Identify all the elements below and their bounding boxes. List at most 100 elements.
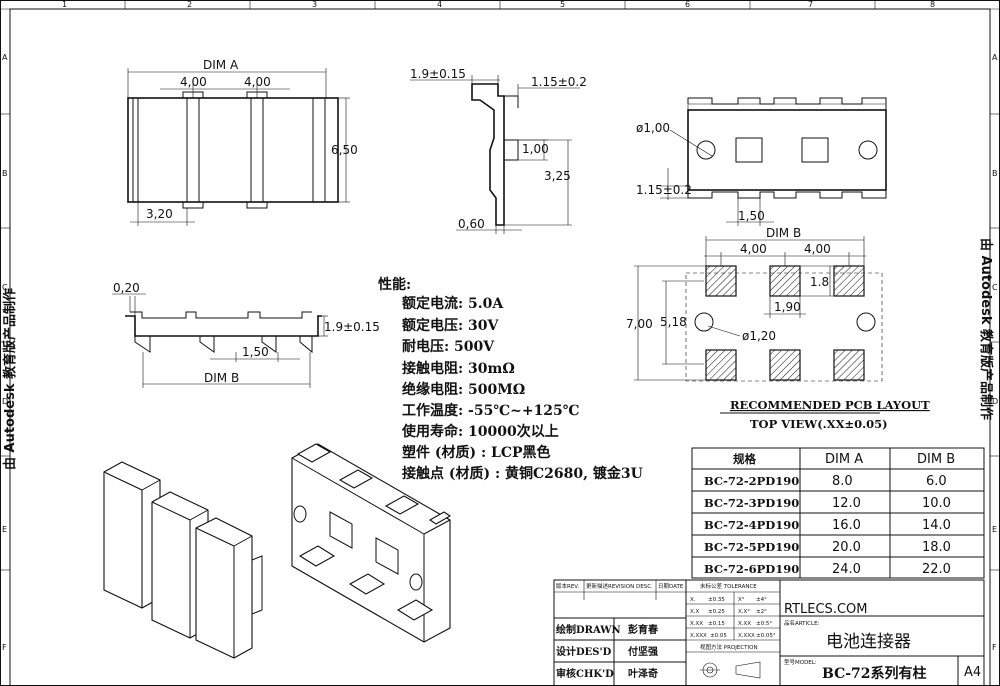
rev-header: 版本REV. [556,582,579,590]
pcb-layout-subtitle: TOP VIEW(.XX±0.05) [750,417,888,431]
tol-cell: X.XXX [690,633,707,639]
tol-cell: X. [690,597,696,603]
pcb-pad-bottom-3 [833,349,865,381]
tol-cell: ±0.5° [756,621,772,627]
table-row-model: BC-72-2PD190 [704,474,799,488]
side-view: 1.9±0.15 1.15±0.2 1,00 3,25 0,60 [410,67,587,234]
pcb-pitch-2: 4,00 [804,242,831,256]
watermark-right: 由 Autodesk 教育版产品制作 [978,238,994,420]
pcb-pad-height-dim: 1.8 [810,275,829,289]
isometric-battery-connector-back [291,443,452,643]
table-row-dim-a: 8.0 [832,474,853,489]
row-label-a-right: A [992,53,998,62]
top-view: DIM A 4,00 4,00 6,50 3,20 [127,58,358,226]
pcb-hole-offset-dim: 5,18 [660,315,687,329]
table-row-dim-a: 20.0 [832,540,861,555]
table-row-dim-b: 22.0 [922,562,951,577]
pcb-layout-title: RECOMMENDED PCB LAYOUT [730,398,930,412]
top-width-dim: 3,20 [146,207,173,221]
company-name: RTLECS.COM [784,602,867,617]
col-label-3: 3 [312,0,317,9]
table-row-model: BC-72-5PD190 [704,540,799,554]
spec-line: 塑件 (材质) : LCP黑色 [402,444,551,461]
row-label-d: D [2,397,8,406]
article-label: 品名ARTICLE: [784,619,820,627]
spec-line: 耐电压: 500V [402,338,495,355]
tol-cell: X.XX [738,621,751,627]
checked-by: 叶泽奇 [628,667,658,680]
row-label-e: E [2,525,7,534]
row-label-d-right: D [992,397,998,406]
pcb-pad-bottom-1 [705,349,737,381]
table-row-dim-a: 16.0 [832,518,861,533]
table-row-model: BC-72-6PD190 [704,562,799,576]
drawn-by: 彭育春 [628,623,658,636]
pcb-pad-top-2 [769,265,801,297]
row-label-e-right: E [992,525,997,534]
front-view: 0,20 1.9±0.15 1,50 DIM B [112,281,380,388]
pcb-pitch-1: 4,00 [740,242,767,256]
dimension-table: 规格 DIM A DIM B BC-72-2PD190 8.0 6.0 BC-7… [691,447,985,579]
tol-cell: ±0.05 [710,633,727,639]
specifications: 性能: 额定电流: 5.0A 额定电压: 30V 耐电压: 500V 接触电阻:… [378,276,643,482]
col-label-7: 7 [808,0,813,9]
top-pitch-2: 4,00 [244,75,271,89]
row-label-f-right: F [992,643,997,652]
spec-line: 额定电压: 30V [402,317,500,334]
bottom-offset-dim: 1.15±0.2 [636,183,692,197]
table-header-dim-b: DIM B [917,452,955,467]
front-dim-b-label: DIM B [204,371,239,385]
top-height-dim: 6,50 [331,143,358,157]
col-label-5: 5 [560,0,565,9]
row-label-c: C [2,283,8,292]
table-row-model: BC-72-4PD190 [704,518,799,532]
col-label-8: 8 [930,0,935,9]
row-label-b-right: B [992,169,998,178]
article-name: 电池连接器 [826,632,911,652]
col-label-4: 4 [437,0,442,9]
col-label-6: 6 [685,0,690,9]
table-header-dim-a: DIM A [825,452,863,467]
title-block: 版本REV. 更新描述REVISION DESC. 日期DATE 未标公差 TO… [553,579,985,686]
top-dim-a-label: DIM A [203,58,239,72]
bottom-pitch-dim: 1,50 [738,209,765,223]
tol-cell: X.XXX [738,633,755,639]
pcb-hole-dim: ø1,20 [742,329,776,343]
tol-cell: X.XX [690,621,703,627]
drawn-label: 绘制DRAWN [556,623,621,636]
tol-cell: X.X° [738,609,750,615]
side-height-dim: 3,25 [544,169,571,183]
tol-cell: ±0.15 [708,621,725,627]
col-label-2: 2 [187,0,192,9]
table-row-dim-a: 12.0 [832,496,861,511]
spec-line: 工作温度: -55℃~+125℃ [402,402,580,419]
table-row-model: BC-72-3PD190 [704,496,799,510]
tol-cell: ±0.35 [708,597,725,603]
pcb-height-dim: 7,00 [626,317,653,331]
row-label-a: A [2,53,8,62]
designed-by: 付坚强 [628,645,658,658]
side-bottom-dim: 0,60 [458,217,485,231]
specs-heading: 性能: [378,276,411,293]
front-height-dim: 1.9±0.15 [324,320,380,334]
front-top-dim: 0,20 [113,281,140,295]
front-pitch-dim: 1,50 [242,345,269,359]
top-pitch-1: 4,00 [180,75,207,89]
tolerance-header: 未标公差 TOLERANCE [700,582,757,590]
pcb-pad-bottom-2 [769,349,801,381]
table-header-spec: 规格 [733,452,756,466]
sheet-size: A4 [964,665,981,680]
isometric-battery-connector-front [103,461,263,659]
designed-label: 设计DES'D [556,645,612,658]
tol-cell: ±4° [756,597,767,603]
bottom-view: ø1,00 1.15±0.2 1,50 [636,97,887,226]
watermark-left: 由 Autodesk 教育版产品制作 [2,288,18,470]
table-row-dim-b: 10.0 [922,496,951,511]
side-mid-dim: 1,00 [522,142,549,156]
side-top-right-dim: 1.15±0.2 [531,75,587,89]
spec-line: 接触电阻: 30mΩ [402,360,515,377]
model-label: 型号MODEL: [784,658,817,666]
rev-desc-header: 更新描述REVISION DESC. [586,582,653,590]
pcb-pad-top-1 [705,265,737,297]
